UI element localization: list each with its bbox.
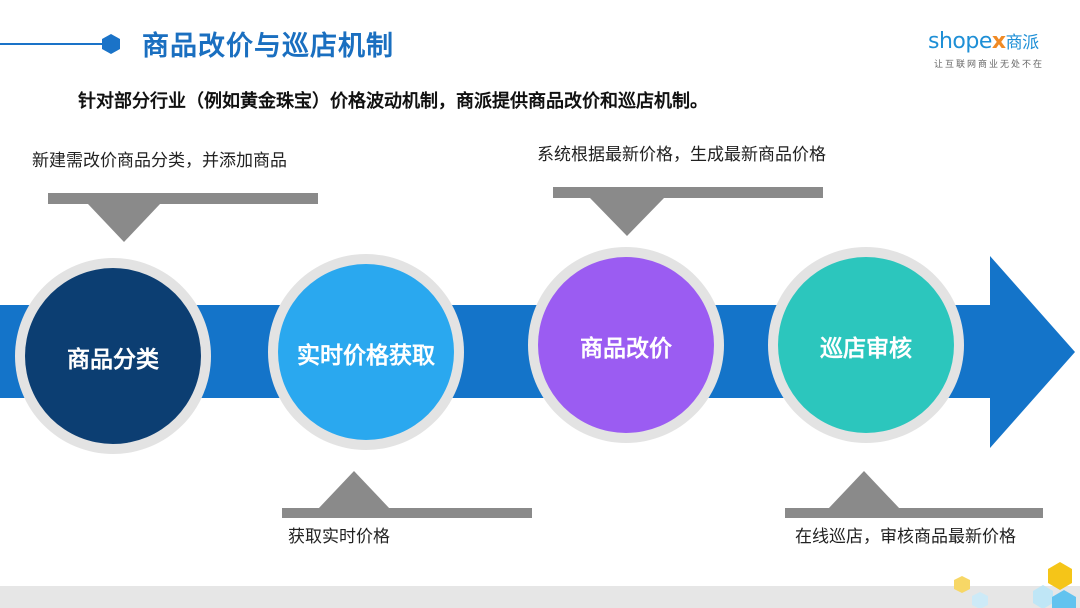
note-bottom-1: 获取实时价格 — [288, 527, 390, 547]
title-accent-line — [0, 43, 102, 45]
logo-wordmark: shopex商派 — [928, 29, 1039, 54]
page-subtitle: 针对部分行业（例如黄金珠宝）价格波动机制，商派提供商品改价和巡店机制。 — [78, 91, 708, 112]
callout-bar-top-2 — [553, 187, 823, 198]
step-label-4: 巡店审核 — [820, 336, 912, 362]
step-circle-2 — [268, 254, 464, 450]
decorative-hexagons — [954, 562, 1076, 608]
hexagon-icon — [102, 34, 120, 54]
footer-band — [0, 586, 1080, 608]
step-circle-1 — [15, 258, 211, 454]
note-top-2: 系统根据最新价格，生成最新商品价格 — [537, 145, 826, 165]
callout-pointer-bottom-2 — [828, 471, 900, 509]
callout-pointer-top-2 — [590, 198, 664, 236]
step-circle-4 — [768, 247, 964, 443]
note-bottom-2: 在线巡店，审核商品最新价格 — [795, 527, 1016, 547]
callout-pointer-bottom-1 — [318, 471, 390, 509]
step-circle-3 — [528, 247, 724, 443]
step-label-1: 商品分类 — [67, 347, 159, 373]
callout-pointer-top-1 — [88, 204, 160, 242]
page-title: 商品改价与巡店机制 — [142, 31, 394, 62]
callout-bar-bottom-2 — [785, 508, 1043, 518]
callout-bar-top-1 — [48, 193, 318, 204]
step-label-3: 商品改价 — [580, 336, 672, 362]
callout-bar-bottom-1 — [282, 508, 532, 518]
note-top-1: 新建需改价商品分类，并添加商品 — [32, 151, 287, 171]
step-label-2: 实时价格获取 — [297, 343, 435, 369]
logo-slogan: 让互联网商业无处不在 — [934, 60, 1045, 70]
shopex-logo: shopex商派 让互联网商业无处不在 — [928, 28, 1058, 72]
